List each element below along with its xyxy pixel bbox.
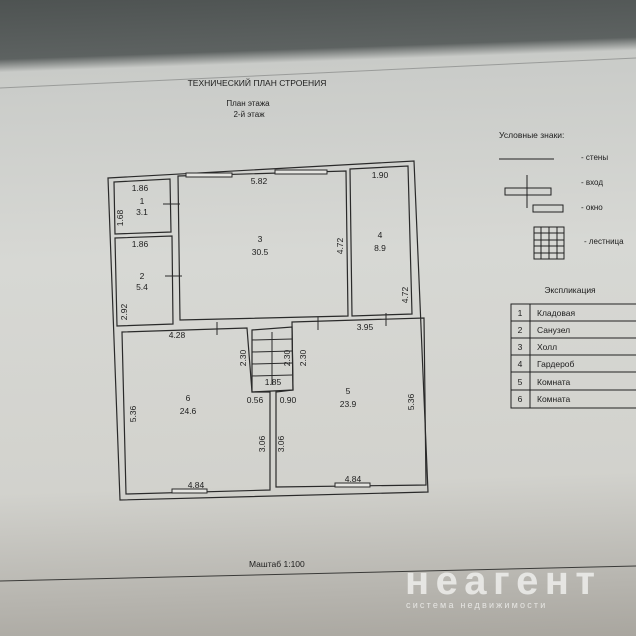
room-2-dim: 1.86 — [132, 239, 149, 249]
room-3-dim: 4.72 — [335, 237, 345, 254]
room-5-dim: 2.30 — [298, 349, 308, 366]
room-4-dim: 1.90 — [372, 170, 389, 180]
plan-subtitle: План этажа — [226, 99, 270, 108]
room-5-dim: 4.84 — [345, 474, 362, 484]
room-3-area: 30.5 — [252, 247, 269, 257]
plan-walls — [107, 160, 429, 501]
room-6-dim: 0.56 — [247, 395, 264, 405]
explication-name: Комната — [537, 394, 571, 404]
legend-entrance: - вход — [581, 178, 603, 187]
room-1-area: 3.1 — [136, 207, 148, 217]
room-6-dim: 4.28 — [169, 330, 186, 340]
explication-name: Кладовая — [537, 308, 575, 318]
window-symbol-icon — [532, 204, 564, 213]
explication-num: 1 — [518, 308, 523, 318]
explication-num: 4 — [518, 359, 523, 369]
room-5-number: 5 — [346, 386, 351, 396]
legend-title: Условные знаки: — [499, 130, 564, 140]
legend-walls: - стены — [581, 153, 608, 162]
explication-num: 5 — [518, 377, 523, 387]
paper-fold-line — [0, 565, 636, 582]
room-6-dim: 2.30 — [238, 349, 248, 366]
room-2-dim: 2.92 — [119, 303, 129, 320]
room-3-number: 3 — [258, 234, 263, 244]
room-1-number: 1 — [140, 196, 145, 206]
room-4-number: 4 — [378, 230, 383, 240]
watermark-logo: неагент — [405, 559, 595, 603]
legend-stairs: - лестница — [584, 237, 624, 246]
explication-title: Экспликация — [544, 285, 596, 295]
explication-table: Экспликация 1 Кладовая 2 Санузел 3 Холл … — [510, 285, 636, 409]
explication-name: Холл — [537, 342, 557, 352]
legend-window: - окно — [581, 203, 603, 212]
room-1-dim: 1.68 — [115, 209, 125, 226]
paper-edge — [0, 57, 636, 89]
explication-name: Комната — [537, 377, 571, 387]
stair-steps — [251, 332, 293, 385]
floor-label: 2-й этаж — [233, 110, 265, 119]
room-2-number: 2 — [140, 271, 145, 281]
stair-dim: 2.30 — [282, 349, 292, 366]
room-5-dim: 5.36 — [406, 393, 416, 410]
room-6-area: 24.6 — [180, 406, 197, 416]
room-1-dim: 1.86 — [132, 183, 149, 193]
entrance-symbol-icon — [504, 187, 552, 196]
room-4-area: 8.9 — [374, 243, 386, 253]
explication-name: Санузел — [537, 325, 570, 335]
explication-name: Гардероб — [537, 359, 575, 369]
plan-title: ТЕХНИЧЕСКИЙ ПЛАН СТРОЕНИЯ — [188, 77, 327, 88]
room-5-area: 23.9 — [340, 399, 357, 409]
room-4-dim: 4.72 — [400, 286, 410, 303]
room-2-area: 5.4 — [136, 282, 148, 292]
room-3-dim: 5.82 — [251, 176, 268, 186]
room-6-dim: 3.06 — [257, 435, 267, 452]
explication-num: 6 — [518, 394, 523, 404]
scale-label: Маштаб 1:100 — [249, 559, 305, 569]
room-5-dim: 0.90 — [280, 395, 297, 405]
legend: Условные знаки: - стены - вход - окно - … — [499, 130, 624, 260]
room-6-dim: 4.84 — [188, 480, 205, 490]
stair-dim: 1.85 — [265, 377, 282, 387]
room-5-dim: 3.06 — [276, 435, 286, 452]
room-6-dim: 5.36 — [128, 405, 138, 422]
windows-doors — [163, 169, 387, 494]
explication-num: 3 — [518, 342, 523, 352]
room-5-dim: 3.95 — [357, 322, 374, 332]
stairs-symbol-icon — [533, 226, 565, 260]
explication-num: 2 — [518, 325, 523, 335]
watermark-tagline: система недвижимости — [406, 600, 547, 610]
room-6-number: 6 — [186, 393, 191, 403]
